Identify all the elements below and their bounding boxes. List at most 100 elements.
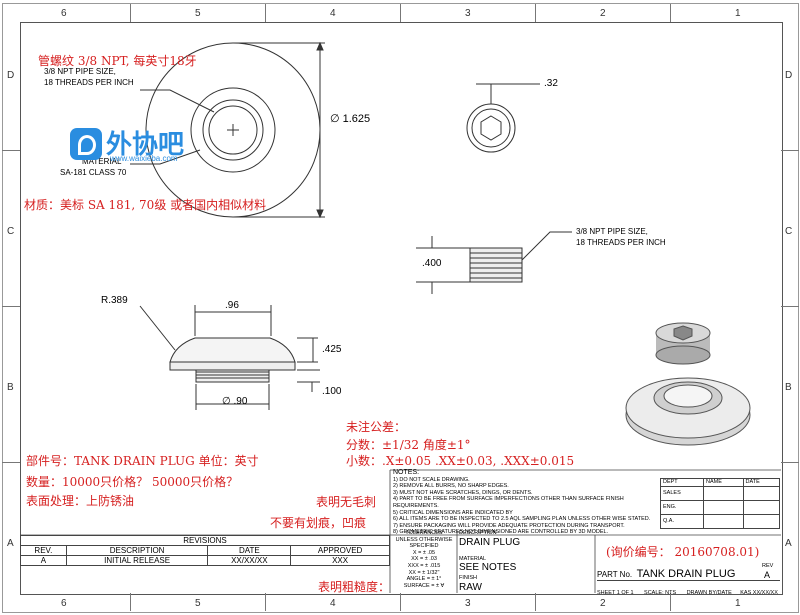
tolerance-line: XXX = ± .015 bbox=[407, 562, 441, 569]
note-tolerance-dec-cn: 小数：.X±0.05 .XX±0.03, .XXX±0.015 bbox=[346, 454, 575, 468]
note-tolerance-title-cn: 未注公差： bbox=[346, 420, 407, 434]
part-no-value: TANK DRAIN PLUG bbox=[636, 568, 736, 580]
tolerance-line: XX = ± 1/32" bbox=[408, 569, 440, 576]
thread-view-label: 3/8 NPT PIPE SIZE, 18 THREADS PER INCH bbox=[576, 227, 666, 247]
zone-left-d: D bbox=[7, 70, 15, 81]
profile-view bbox=[139, 305, 320, 410]
approvals-row-label: Q.A. bbox=[659, 513, 705, 529]
zone-left-b: B bbox=[7, 382, 14, 393]
tolerances-box: TOLERANCES UNLESS OTHERWISE SPECIFIED X … bbox=[392, 530, 456, 589]
note-material-cn: 材质：美标 SA 181, 70级 或者国内相似材料 bbox=[24, 198, 267, 212]
approvals-header: DATE bbox=[742, 478, 781, 487]
zone-bottom-4: 4 bbox=[330, 598, 336, 609]
revisions-title: REVISIONS bbox=[20, 535, 390, 546]
material-label: MATERIAL bbox=[459, 555, 487, 562]
zone-top-2: 2 bbox=[600, 8, 606, 19]
zone-bottom-3: 3 bbox=[465, 598, 471, 609]
zone-bottom-1: 1 bbox=[735, 598, 741, 609]
sheet-info-row: SHEET 1 OF 1 SCALE: NTS DRAWN BY/DATE KA… bbox=[597, 580, 780, 599]
finish-value: RAW bbox=[459, 581, 482, 593]
approvals-header: NAME bbox=[703, 478, 744, 487]
notes-item: 2) REMOVE ALL BURRS, NO SHARP EDGES. bbox=[393, 483, 509, 490]
profile-height: .425 bbox=[322, 344, 342, 355]
note-no-burr-cn: 表明无毛刺 bbox=[316, 495, 377, 509]
finish-label: FINISH bbox=[459, 575, 478, 582]
top-view-thread-label: 3/8 NPT PIPE SIZE, 18 THREADS PER INCH bbox=[44, 67, 134, 87]
rev-label: REV bbox=[762, 563, 774, 569]
drawn-by-label: DRAWN BY/DATE bbox=[686, 590, 732, 596]
revisions-header: REV. bbox=[20, 545, 67, 556]
tolerance-line: X = ± .05 bbox=[412, 549, 436, 556]
note-thread-cn: 管螺纹 3/8 NPT, 每英寸18牙 bbox=[38, 54, 197, 68]
zone-right-a: A bbox=[785, 538, 792, 549]
thread-side-view bbox=[416, 231, 572, 294]
watermark-url: www.waixieba.com bbox=[110, 154, 178, 163]
socket-dim: .32 bbox=[544, 78, 558, 89]
zone-top-5: 5 bbox=[195, 8, 201, 19]
watermark-name: 外协吧 bbox=[106, 130, 185, 160]
notes-item: 3) MUST NOT HAVE SCRATCHES, DINGS, OR DE… bbox=[393, 489, 533, 496]
notes-item: 5) CRITICAL DIMENSIONS ARE INDICATED BY bbox=[393, 509, 513, 516]
note-inquiry-cn: (询价编号： 20160708.01) bbox=[606, 545, 760, 559]
zone-bottom-5: 5 bbox=[195, 598, 201, 609]
notes-title: NOTES: bbox=[393, 469, 420, 476]
tolerance-line: ANGLE = ± 1° bbox=[406, 576, 442, 583]
note-roughness-cn: 表明粗糙度： bbox=[318, 580, 391, 594]
revisions-header: APPROVED bbox=[290, 545, 390, 556]
socket-top-view bbox=[466, 83, 540, 153]
profile-flange: .100 bbox=[322, 386, 342, 397]
revision-cell: INITIAL RELEASE bbox=[65, 555, 209, 566]
drawing-outer-border bbox=[2, 3, 799, 613]
revision-cell: A bbox=[20, 555, 67, 566]
isometric-render bbox=[625, 322, 751, 446]
zone-left-c: C bbox=[7, 226, 15, 237]
note-quantity-cn: 数量：10000只价格？ 50000只价格？ bbox=[26, 475, 239, 489]
zone-top-6: 6 bbox=[61, 8, 67, 19]
revisions-header: DESCRIPTION bbox=[65, 545, 209, 556]
notes-item: 6) ALL ITEMS ARE TO BE INSPECTED TO 2.5 … bbox=[393, 516, 651, 523]
thread-length-dim: .400 bbox=[422, 258, 442, 269]
revisions-header: DATE bbox=[207, 545, 292, 556]
note-surface-cn: 表面处理：上防锈油 bbox=[26, 494, 135, 508]
approvals-row-label: ENG. bbox=[659, 499, 705, 515]
zone-top-1: 1 bbox=[735, 8, 741, 19]
profile-width: .96 bbox=[225, 300, 239, 311]
top-view bbox=[130, 41, 325, 219]
zone-right-c: C bbox=[785, 226, 793, 237]
title-block-left: DESCRIPTION DRAIN PLUG MATERIAL SEE NOTE… bbox=[459, 530, 593, 593]
description-value: DRAIN PLUG bbox=[459, 536, 521, 548]
drawing-frame bbox=[20, 22, 783, 595]
tolerance-line: SURFACE = ± ∀ bbox=[403, 582, 445, 589]
revision-cell: XXX bbox=[290, 555, 390, 566]
zone-left-a: A bbox=[7, 538, 14, 549]
zone-right-b: B bbox=[785, 382, 792, 393]
scale-value: SCALE: NTS bbox=[644, 590, 677, 596]
zone-right-d: D bbox=[785, 70, 793, 81]
part-no-row: PART No. TANK DRAIN PLUG bbox=[597, 564, 735, 582]
notes-item: 7) ENSURE PACKAGING WILL PROVIDE ADEQUAT… bbox=[393, 522, 625, 529]
zone-top-4: 4 bbox=[330, 8, 336, 19]
approvals-row-label: SALES bbox=[659, 485, 705, 501]
profile-bottom-dia: ∅ .90 bbox=[222, 396, 248, 407]
watermark-logo-icon bbox=[70, 128, 102, 160]
tolerance-line: XX = ± .03 bbox=[411, 556, 437, 563]
zone-bottom-6: 6 bbox=[61, 598, 67, 609]
approvals-table: DEPT NAME DATE SALES ENG. Q.A. bbox=[659, 478, 781, 529]
tolerances-title: TOLERANCES bbox=[405, 530, 443, 536]
approvals-header: DEPT bbox=[659, 478, 705, 487]
top-view-material-spec: SA-181 CLASS 70 bbox=[60, 168, 127, 177]
sheet-count: SHEET 1 OF 1 bbox=[597, 590, 634, 596]
profile-radius: R.389 bbox=[101, 295, 128, 306]
notes-item: 1) DO NOT SCALE DRAWING. bbox=[393, 476, 470, 483]
revisions-table: REVISIONS REV. DESCRIPTION DATE APPROVED… bbox=[20, 535, 390, 566]
zone-bottom-2: 2 bbox=[600, 598, 606, 609]
drawn-by-value: KAS XX/XX/XX bbox=[740, 590, 778, 596]
material-value: SEE NOTES bbox=[459, 562, 517, 574]
note-part-no-cn: 部件号：TANK DRAIN PLUG 单位：英寸 bbox=[26, 454, 259, 468]
top-view-material-label: MATERIAL bbox=[82, 157, 122, 166]
note-tolerance-frac-cn: 分数：±1/32 角度±1° bbox=[346, 438, 471, 452]
description-label: DESCRIPTION bbox=[459, 530, 497, 536]
zone-top-3: 3 bbox=[465, 8, 471, 19]
top-view-diameter: ∅ 1.625 bbox=[330, 113, 371, 125]
